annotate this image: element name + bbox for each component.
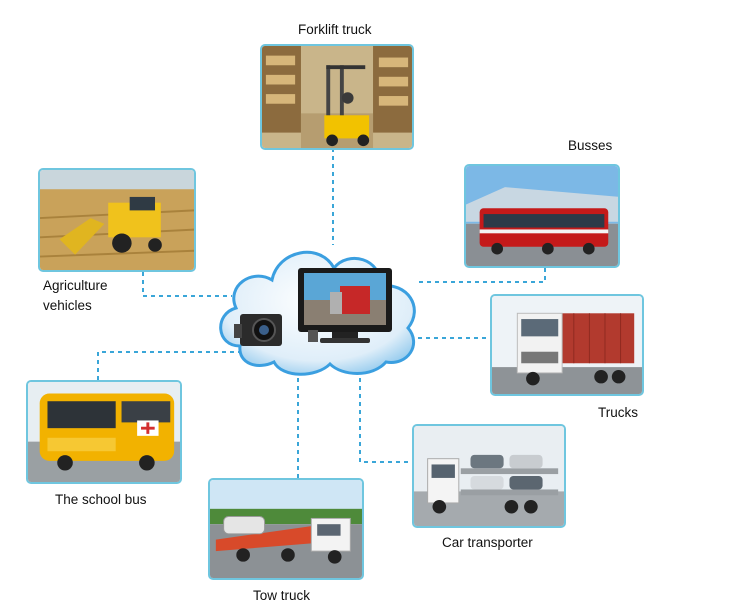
school-bus-photo xyxy=(26,380,182,484)
forklift-truck-label: Forklift truck xyxy=(298,22,372,37)
city-bus-photo xyxy=(464,164,620,268)
car-transporter-label: Car transporter xyxy=(442,535,533,550)
busses-label: Busses xyxy=(568,138,613,153)
container-truck-photo xyxy=(490,294,644,396)
agriculture-connector xyxy=(142,272,232,297)
agriculture-vehicles-label: Agriculture vehicles xyxy=(43,276,108,316)
monitor-icon xyxy=(298,268,392,343)
cloud-monitor-camera xyxy=(219,250,416,376)
school-bus-connector xyxy=(97,351,290,380)
tow-truck-photo xyxy=(208,478,364,580)
forklift-truck-photo xyxy=(260,44,414,150)
tow-truck-label: Tow truck xyxy=(253,588,311,603)
busses-connector xyxy=(418,268,546,283)
combine-harvester-photo xyxy=(38,168,196,272)
trucks-label: Trucks xyxy=(598,405,638,420)
school-bus-label: The school bus xyxy=(55,492,147,507)
camera-icon xyxy=(234,314,318,346)
car-transporter-connector xyxy=(359,370,412,463)
car-transporter-photo xyxy=(412,424,566,528)
agriculture-label-line1: Agriculture xyxy=(43,278,108,293)
agriculture-label-line2: vehicles xyxy=(43,298,92,313)
